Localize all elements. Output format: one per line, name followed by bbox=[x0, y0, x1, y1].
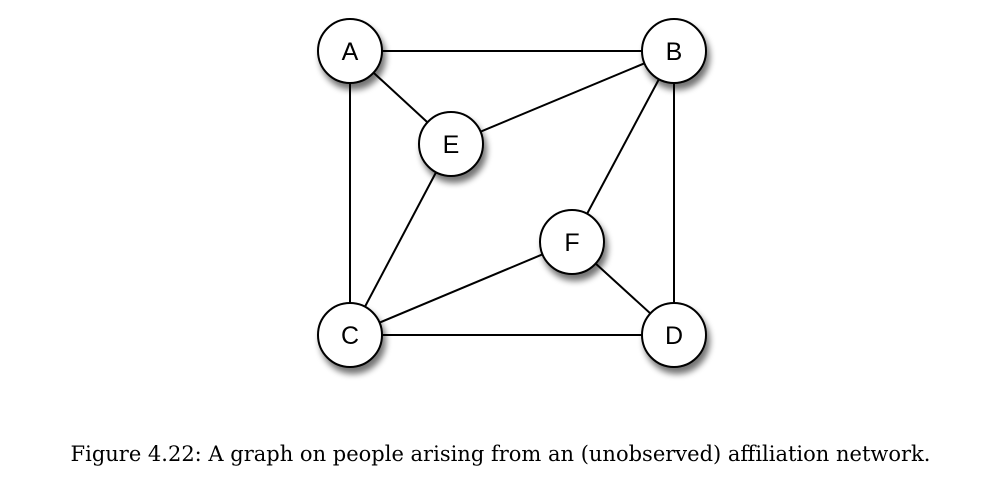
node-circle-c bbox=[317, 302, 383, 368]
node-circle-e bbox=[418, 111, 484, 177]
node-a: A bbox=[317, 18, 383, 84]
node-circle-f bbox=[539, 209, 605, 275]
node-d: D bbox=[641, 302, 707, 368]
node-f: F bbox=[539, 209, 605, 275]
node-layer: A B E F C D bbox=[317, 18, 707, 368]
node-label-b: B bbox=[666, 38, 683, 66]
figure-caption: Figure 4.22: A graph on people arising f… bbox=[70, 442, 931, 466]
node-circle-b bbox=[641, 18, 707, 84]
node-e: E bbox=[418, 111, 484, 177]
edge-e-c bbox=[349, 143, 452, 336]
edge-f-c bbox=[349, 241, 573, 336]
node-b: B bbox=[641, 18, 707, 84]
graph-diagram: A B E F C D bbox=[317, 18, 707, 368]
edge-b-e bbox=[450, 50, 675, 145]
edge-layer bbox=[349, 50, 675, 336]
node-label-a: A bbox=[342, 38, 359, 66]
node-label-e: E bbox=[443, 131, 460, 159]
node-label-f: F bbox=[564, 229, 579, 257]
node-label-c: C bbox=[341, 322, 359, 350]
edge-b-f bbox=[571, 50, 675, 243]
node-label-d: D bbox=[665, 322, 683, 350]
node-c: C bbox=[317, 302, 383, 368]
node-circle-a bbox=[317, 18, 383, 84]
node-circle-d bbox=[641, 302, 707, 368]
